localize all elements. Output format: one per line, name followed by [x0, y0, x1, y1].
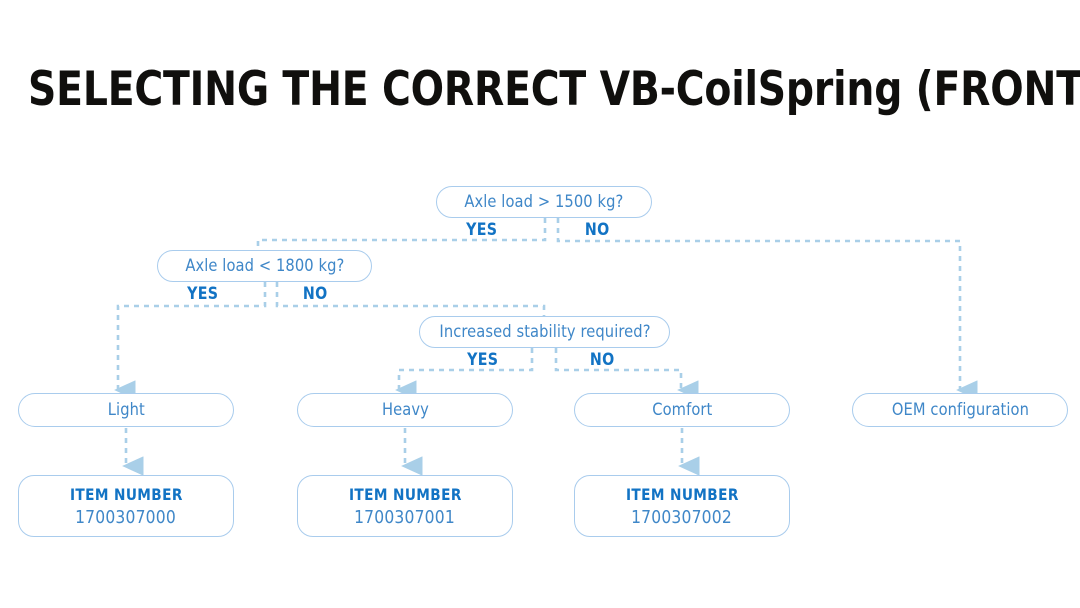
- wire-d3-no: [554, 348, 699, 400]
- wire-d1-no: [556, 218, 978, 400]
- item-number-heading: ITEM NUMBER: [348, 484, 462, 504]
- item-number-heading: ITEM NUMBER: [69, 484, 183, 504]
- decision-label: Increased stability required?: [438, 322, 651, 342]
- result-node-comfort[interactable]: Comfort: [574, 393, 790, 427]
- item-number-value: 1700307000: [75, 506, 177, 528]
- branch-label-d1-no: NO: [584, 220, 610, 240]
- result-label: Light: [107, 400, 145, 420]
- branch-label-d2-no: NO: [302, 284, 328, 304]
- result-node-heavy[interactable]: Heavy: [297, 393, 513, 427]
- branch-label-d3-yes: YES: [467, 350, 499, 370]
- decision-label: Axle load > 1500 kg?: [464, 192, 624, 212]
- result-node-light[interactable]: Light: [18, 393, 234, 427]
- item-number-value: 1700307002: [631, 506, 733, 528]
- item-number-heading: ITEM NUMBER: [625, 484, 739, 504]
- result-label: Comfort: [651, 400, 713, 420]
- branch-label-d1-yes: YES: [466, 220, 498, 240]
- branch-label-d2-yes: YES: [187, 284, 219, 304]
- item-number-box-heavy[interactable]: ITEM NUMBER 1700307001: [297, 475, 513, 537]
- decision-node-axle-load-1800[interactable]: Axle load < 1800 kg?: [157, 250, 372, 282]
- item-number-box-comfort[interactable]: ITEM NUMBER 1700307002: [574, 475, 790, 537]
- page-title: SELECTING THE CORRECT VB-CoilSpring (FRO…: [28, 62, 1080, 117]
- decision-label: Axle load < 1800 kg?: [184, 256, 345, 276]
- result-label: Heavy: [381, 400, 429, 420]
- wire-d2-no: [275, 282, 546, 316]
- branch-label-d3-no: NO: [589, 350, 615, 370]
- decision-node-increased-stability[interactable]: Increased stability required?: [419, 316, 670, 348]
- decision-node-axle-load-1500[interactable]: Axle load > 1500 kg?: [436, 186, 652, 218]
- wire-d3-yes: [395, 348, 534, 400]
- item-number-box-light[interactable]: ITEM NUMBER 1700307000: [18, 475, 234, 537]
- item-number-value: 1700307001: [354, 506, 456, 528]
- result-label: OEM configuration: [891, 400, 1029, 420]
- result-node-oem-configuration[interactable]: OEM configuration: [852, 393, 1068, 427]
- wire-d1-yes: [256, 218, 547, 249]
- wire-d2-yes: [114, 282, 267, 400]
